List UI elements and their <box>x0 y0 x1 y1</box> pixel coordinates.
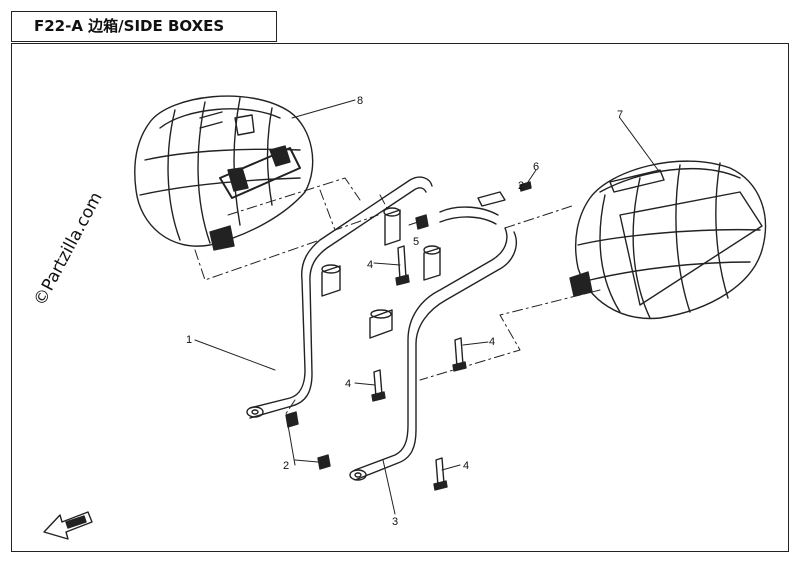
bracket-frame-part-1 <box>246 176 433 419</box>
callout-leader-lines <box>194 99 659 515</box>
callout-1: 1 <box>186 334 192 346</box>
callout-6: 6 <box>533 161 539 173</box>
callout-5: 5 <box>413 236 419 248</box>
callout-4: 4 <box>367 259 373 271</box>
left-side-box <box>134 95 314 251</box>
alignment-dashed-lines <box>194 177 601 416</box>
callout-2-secondary: 2 <box>518 180 524 192</box>
page-title: F22-A 边箱/SIDE BOXES <box>11 11 277 42</box>
diagram-frame <box>11 43 789 552</box>
front-direction-arrow-icon <box>43 511 93 540</box>
callout-4-tertiary: 4 <box>345 378 351 390</box>
bracket-frame-part-3 <box>349 227 517 481</box>
callout-7: 7 <box>617 109 623 121</box>
callout-8: 8 <box>357 95 363 107</box>
callout-3: 3 <box>392 516 398 528</box>
bolts-and-nuts <box>285 181 532 491</box>
mounting-tubes <box>321 191 506 339</box>
callout-4-quaternary: 4 <box>463 460 469 472</box>
right-side-box <box>569 160 767 320</box>
callout-4-secondary: 4 <box>489 336 495 348</box>
callout-2: 2 <box>283 460 289 472</box>
